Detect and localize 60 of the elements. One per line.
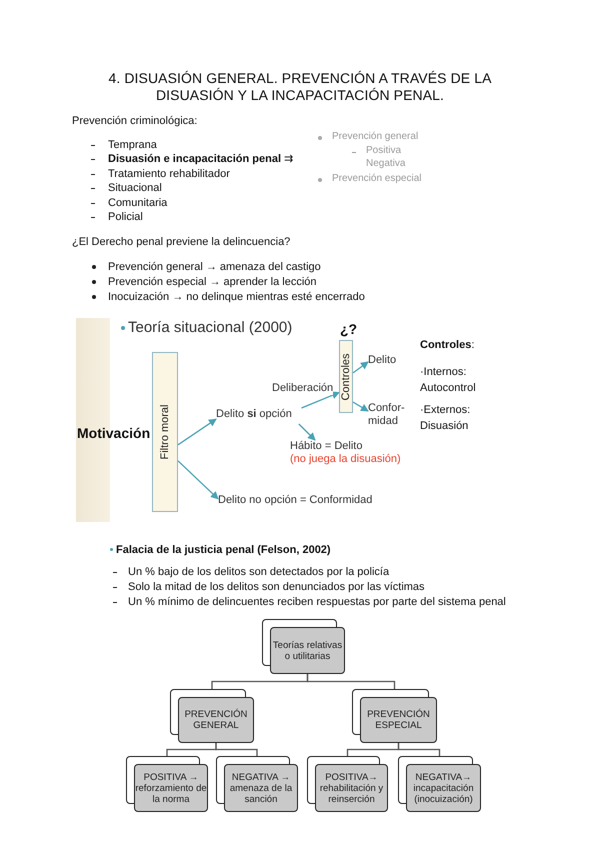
- question-mark-text: ¿?: [340, 321, 358, 337]
- text-line: Un % bajo de los delitos son detectados por la policía: [128, 565, 390, 579]
- text-line: Teoría situacional (2000): [128, 319, 292, 336]
- text-line: Prevención criminológica:: [72, 114, 198, 128]
- text-line: ¿El Derecho penal previene la delincuencia?: [72, 235, 290, 249]
- box-label: PREVENCIÓN GENERAL: [184, 709, 248, 731]
- box-label: PREVENCIÓN ESPECIAL: [366, 709, 431, 731]
- diagram-text: Delito si opción: [216, 408, 306, 424]
- text-line: Tratamiento rehabilitador: [108, 167, 230, 181]
- text-line: Prevención especial → aprender la lección: [108, 275, 317, 289]
- filter-bar: [152, 352, 178, 512]
- box-label: POSITIVA→ rehabilitación y reinserción: [318, 772, 384, 804]
- arrow: [298, 424, 316, 441]
- text-line: ·Externos: Disuasión: [420, 403, 472, 434]
- arrow: [178, 418, 217, 446]
- connector-line: [398, 743, 440, 756]
- diagram-text: Confor- midad: [368, 402, 412, 432]
- stacked-box: [398, 756, 481, 812]
- text-line: Disuasión e incapacitación penal ⇉: [108, 152, 294, 166]
- box-label: Teorías relativas o utilitarias: [272, 640, 344, 662]
- diagram-text: (no juega la disuasión): [290, 453, 402, 466]
- text-line: Positiva: [366, 145, 402, 157]
- connector-line: [215, 743, 258, 756]
- text-line: Situacional: [108, 181, 162, 195]
- band-label: Motivación: [77, 425, 150, 442]
- stacked-box: [126, 756, 208, 812]
- bar-label: Controles: [340, 352, 352, 400]
- text-line: Negativa: [366, 158, 406, 170]
- text-line: Policial: [108, 210, 143, 224]
- arrow: [352, 402, 369, 412]
- box-label: NEGATIVA → amenaza de la sanción: [228, 772, 294, 804]
- edge-label: Deliberación: [272, 382, 334, 395]
- arrow: [352, 361, 369, 374]
- text-line: Controles:: [420, 338, 474, 352]
- text-line: Prevención general → amenaza del castigo: [108, 260, 321, 274]
- stacked-box: [170, 689, 254, 743]
- text-line: Un % mínimo de delincuentes reciben respuestas por parte del sistema penal: [128, 595, 506, 609]
- stacked-box: [307, 756, 388, 812]
- diagram-text: Delito: [368, 354, 402, 370]
- diagram-text: Delito no opción = Conformidad: [218, 494, 393, 510]
- arrow: [178, 460, 219, 500]
- box-label: NEGATIVA→ incapacitación (inocuización): [412, 772, 475, 804]
- connector-line: [306, 674, 396, 689]
- text-line: Solo la mitad de los delitos son denunciados por las víctimas: [128, 580, 425, 594]
- controls-bar: [339, 340, 353, 413]
- text-line: ·Internos: Autocontrol: [420, 365, 477, 396]
- box-label: POSITIVA → reforzamiento de la norma: [135, 772, 207, 804]
- stacked-box: [216, 756, 298, 812]
- text-line: Prevención especial: [332, 173, 422, 185]
- arrow: [301, 392, 340, 409]
- diagram-text: Hábito = Delito: [290, 440, 364, 453]
- text-line: Falacia de la justicia penal (Felson, 2002): [116, 543, 331, 557]
- bar-label: Filtro moral: [159, 404, 171, 460]
- stacked-box: [352, 689, 437, 743]
- text-line: Temprana: [108, 138, 157, 152]
- text-line: Inocuización → no delinque mientras esté encerrado: [108, 290, 365, 304]
- text-line: Prevención general: [332, 131, 418, 143]
- stacked-box: [262, 619, 345, 674]
- page-title: 4. DISUASIÓN GENERAL. PREVENCIÓN A TRAVÉS DE LA DISUASIÓN Y LA INCAPACITACIÓN PENAL.: [107, 70, 493, 104]
- text-line: Comunitaria: [108, 196, 168, 210]
